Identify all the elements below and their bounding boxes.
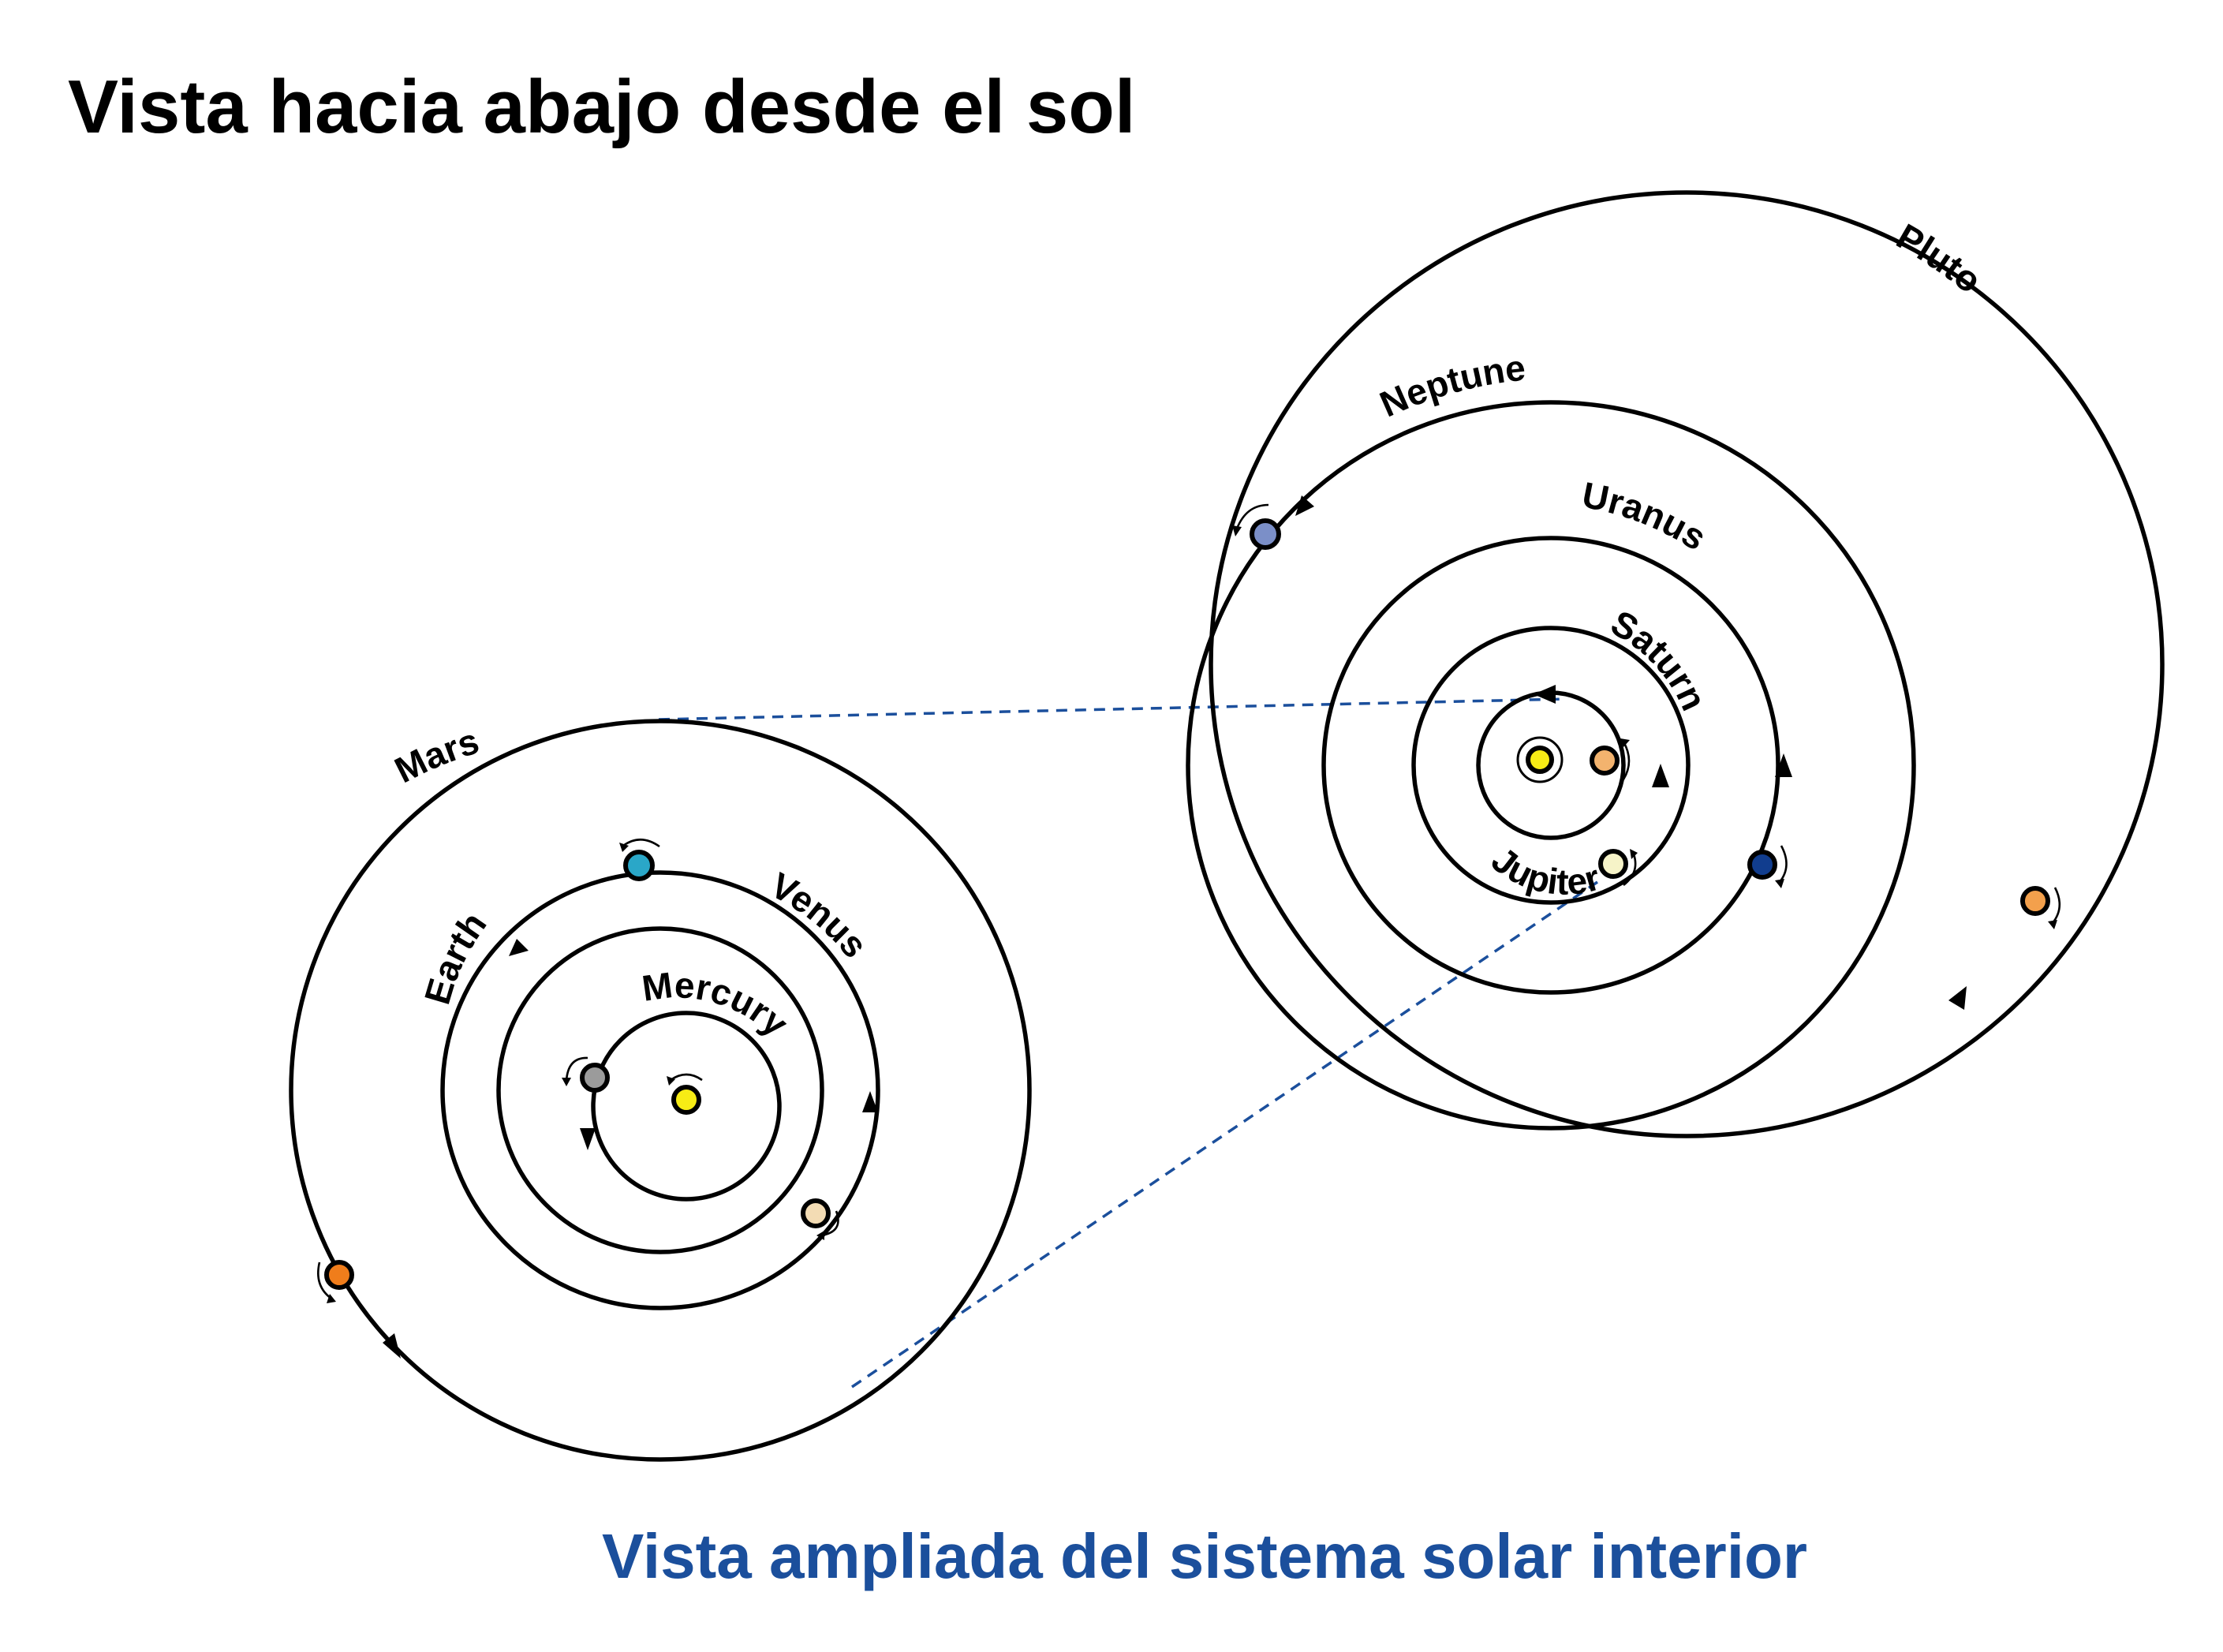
guide-line-bottom <box>851 880 1598 1389</box>
sun-outer-halo <box>1516 736 1564 783</box>
venus-orbit-direction-arrow <box>862 1091 878 1112</box>
earth-rotation-icon <box>622 838 660 848</box>
sun-inner-rotation-icon <box>670 1073 703 1082</box>
venus-orbit <box>496 926 824 1254</box>
neptune-label: Neptune <box>1373 347 1527 425</box>
earth-label: Earth <box>417 904 495 1008</box>
jupiter-orbit-direction-arrow <box>1534 685 1556 704</box>
venus-rotation-arrowhead-icon <box>816 1231 824 1240</box>
jupiter-rotation-arrowhead-icon <box>1630 849 1638 859</box>
mercury-planet <box>580 1063 610 1093</box>
uranus-orbit <box>1321 536 1780 995</box>
pluto-rotation-icon <box>2051 887 2061 924</box>
zoom-guide-lines <box>658 697 1598 1389</box>
neptune-planet <box>1747 850 1777 880</box>
saturn-orbit <box>1411 626 1691 905</box>
caption: Vista ampliada del sistema solar interio… <box>602 1521 1807 1591</box>
mars-orbit <box>289 719 1032 1462</box>
neptune-orbit <box>1186 400 1916 1131</box>
uranus-label: Uranus <box>1579 474 1713 559</box>
mars-label: Mars <box>388 720 484 791</box>
saturn-label: Saturn <box>1605 602 1715 716</box>
earth-orbit <box>440 870 880 1310</box>
uranus-rotation-arrowhead-icon <box>1232 525 1242 536</box>
mercury-rotation-icon <box>565 1056 588 1082</box>
uranus-planet <box>1250 518 1281 550</box>
inner-solar-system: Mars Earth Venus Mercury <box>289 719 1032 1462</box>
venus-planet <box>801 1198 831 1228</box>
sun-inner-rotation-arrowhead-icon <box>667 1076 675 1086</box>
pluto-planet <box>2020 886 2050 916</box>
neptune-orbit-direction-arrow <box>1295 495 1314 516</box>
earth-orbit-direction-arrow <box>509 939 529 956</box>
sun-outer <box>1526 746 1554 774</box>
pluto-orbit <box>1209 190 2165 1138</box>
uranus-rotation-icon <box>1235 503 1269 529</box>
mars-planet <box>324 1260 354 1290</box>
outer-solar-system: Jupiter Saturn Uranus Neptune Pluto <box>1186 190 2165 1138</box>
mercury-orbit-direction-arrow <box>580 1128 596 1150</box>
uranus-orbit-direction-arrow <box>1775 753 1792 777</box>
jupiter-planet <box>1598 849 1628 879</box>
mercury-rotation-arrowhead-icon <box>562 1078 571 1086</box>
saturn-rotation-arrowhead-icon <box>1620 738 1630 747</box>
earth-planet <box>623 850 655 881</box>
pluto-orbit-direction-arrow <box>1948 986 1967 1010</box>
earth-rotation-arrowhead-icon <box>619 843 629 852</box>
sun-inner <box>671 1085 701 1115</box>
mars-rotation-arrowhead-icon <box>327 1294 336 1303</box>
mars-orbit-direction-arrow <box>383 1333 401 1359</box>
pluto-rotation-arrowhead-icon <box>2048 920 2057 929</box>
mars-rotation-icon <box>317 1261 332 1300</box>
venus-label: Venus <box>764 865 876 966</box>
page-title: Vista hacia abajo desde el sol <box>68 65 1136 149</box>
saturn-orbit-direction-arrow <box>1652 764 1669 787</box>
neptune-rotation-arrowhead-icon <box>1775 879 1784 888</box>
saturn-planet <box>1590 746 1620 776</box>
mercury-orbit <box>591 1011 782 1202</box>
neptune-rotation-icon <box>1778 845 1788 883</box>
